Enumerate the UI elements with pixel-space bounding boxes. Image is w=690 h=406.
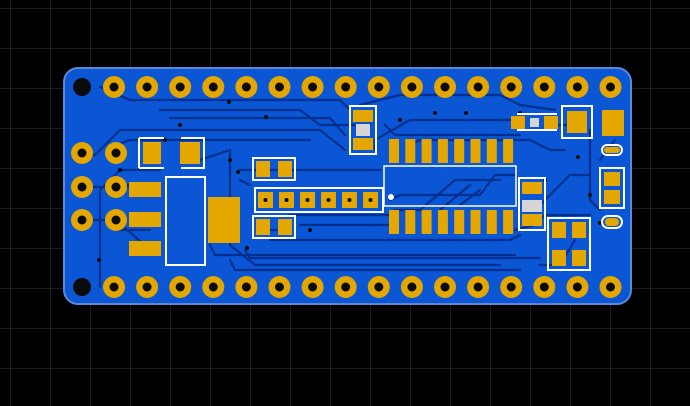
mounting-hole[interactable] — [73, 78, 91, 96]
header-pin-bottom[interactable] — [533, 276, 556, 298]
ic-pad-bottom[interactable] — [405, 210, 416, 234]
header-pin-bottom[interactable] — [467, 276, 490, 298]
ic-pad-bottom[interactable] — [486, 210, 497, 234]
header-pin-top[interactable] — [301, 76, 324, 98]
header-pin-top[interactable] — [467, 76, 490, 98]
resistor-pad[interactable] — [300, 192, 315, 208]
ic-pad-bottom[interactable] — [503, 210, 514, 234]
header-pin-bottom[interactable] — [235, 276, 258, 298]
header-pin-bottom[interactable] — [500, 276, 523, 298]
ic-pad-top[interactable] — [421, 139, 432, 163]
header-pin-top[interactable] — [202, 76, 225, 98]
ic-pad-top[interactable] — [405, 139, 416, 163]
mounting-hole[interactable] — [73, 278, 91, 296]
header-pin-bottom[interactable] — [301, 276, 324, 298]
bottom-header-pins[interactable] — [103, 276, 622, 298]
header-pin-top[interactable] — [103, 76, 125, 98]
header-pin-bottom[interactable] — [400, 276, 423, 298]
component-c4[interactable] — [518, 177, 546, 231]
smd-components[interactable] — [129, 105, 625, 271]
header-pin-bottom[interactable] — [367, 276, 390, 298]
ic-pad-top[interactable] — [389, 139, 399, 163]
resistor-pad[interactable] — [342, 192, 357, 208]
header-pin-top[interactable] — [268, 76, 291, 98]
component-u2-pads[interactable] — [129, 182, 240, 256]
header-pin-top[interactable] — [400, 76, 423, 98]
header-pin-top[interactable] — [235, 76, 258, 98]
header-pin-bottom[interactable] — [434, 276, 456, 298]
header-pin-bottom[interactable] — [334, 276, 357, 298]
component-c2[interactable] — [252, 215, 296, 239]
ic-pad-top[interactable] — [470, 139, 481, 163]
ic-pad-bottom[interactable] — [421, 210, 432, 234]
resistor-pad[interactable] — [279, 192, 294, 208]
header-pin-top[interactable] — [367, 76, 390, 98]
header-pin-bottom[interactable] — [268, 276, 291, 298]
ic-pad-bottom[interactable] — [389, 210, 399, 234]
pin1-marker — [388, 194, 394, 200]
component-u2-body[interactable] — [165, 176, 206, 266]
component-led[interactable] — [561, 105, 624, 139]
ic-pad-top[interactable] — [503, 139, 514, 163]
header-pin-bottom[interactable] — [103, 276, 125, 298]
header-pin-top[interactable] — [434, 76, 456, 98]
header-pin-bottom[interactable] — [136, 276, 159, 298]
header-pin-bottom[interactable] — [202, 276, 225, 298]
ic-pad-top[interactable] — [486, 139, 497, 163]
component-j2[interactable] — [599, 144, 625, 229]
header-pin-left[interactable] — [71, 142, 93, 164]
header-pin-left[interactable] — [105, 142, 127, 164]
header-pin-bottom[interactable] — [169, 276, 192, 298]
header-pin-left[interactable] — [105, 209, 127, 231]
ic-pad-top[interactable] — [437, 139, 448, 163]
component-u1-outline[interactable] — [383, 165, 517, 207]
ic-pad-bottom[interactable] — [437, 210, 448, 234]
ic-pad-bottom[interactable] — [454, 210, 465, 234]
header-pin-bottom[interactable] — [599, 276, 622, 298]
left-header-pins[interactable] — [71, 142, 127, 231]
resistor-pad[interactable] — [258, 192, 273, 208]
resistor-pad[interactable] — [363, 192, 378, 208]
component-d2[interactable] — [511, 113, 558, 131]
ic-pad-top[interactable] — [454, 139, 465, 163]
resistor-pad[interactable] — [321, 192, 336, 208]
header-pin-top[interactable] — [533, 76, 556, 98]
header-pin-left[interactable] — [71, 176, 93, 198]
header-pin-bottom[interactable] — [566, 276, 589, 298]
header-pin-top[interactable] — [136, 76, 159, 98]
header-pin-left[interactable] — [105, 176, 127, 198]
component-c5[interactable] — [547, 217, 591, 271]
component-c3[interactable] — [349, 105, 377, 155]
header-pin-top[interactable] — [334, 76, 357, 98]
header-pin-top[interactable] — [599, 76, 622, 98]
header-pin-left[interactable] — [71, 209, 93, 231]
header-pin-top[interactable] — [500, 76, 523, 98]
header-pin-top[interactable] — [566, 76, 589, 98]
component-u1-pads[interactable] — [389, 139, 514, 234]
header-pin-top[interactable] — [169, 76, 192, 98]
resistor-array[interactable] — [254, 187, 384, 213]
component-c1[interactable] — [252, 157, 296, 181]
component-d1[interactable] — [138, 137, 205, 169]
ic-pad-bottom[interactable] — [470, 210, 481, 234]
top-header-pins[interactable] — [103, 76, 622, 98]
